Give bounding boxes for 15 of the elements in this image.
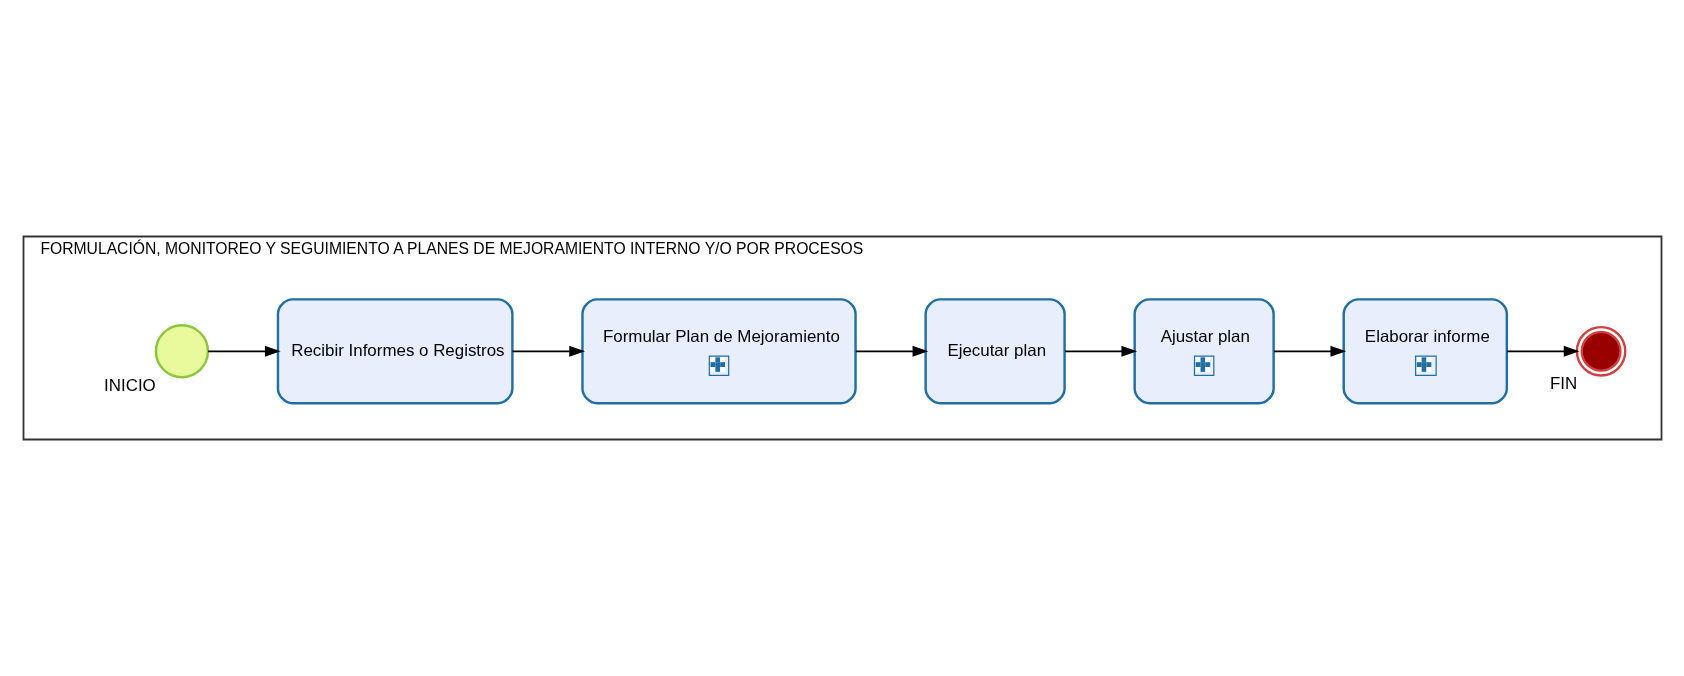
arrow	[511, 345, 585, 357]
node-label: FIN	[1549, 373, 1577, 393]
arrow	[854, 345, 928, 357]
node-box: Ajustar plan	[1132, 298, 1275, 405]
node-label: INICIO	[103, 375, 156, 395]
arrow	[1063, 345, 1137, 357]
arrow	[1505, 345, 1579, 357]
arrow	[1272, 345, 1346, 357]
node-circle	[1575, 325, 1626, 377]
arrow	[206, 345, 281, 357]
node-box: Formular Plan de Mejoramiento	[580, 298, 857, 405]
node-box: Elaborar informe	[1342, 298, 1508, 405]
node-box: Recibir Informes o Registros	[276, 298, 514, 405]
node-box: Ejecutar plan	[923, 298, 1066, 405]
node-circle	[154, 324, 209, 379]
